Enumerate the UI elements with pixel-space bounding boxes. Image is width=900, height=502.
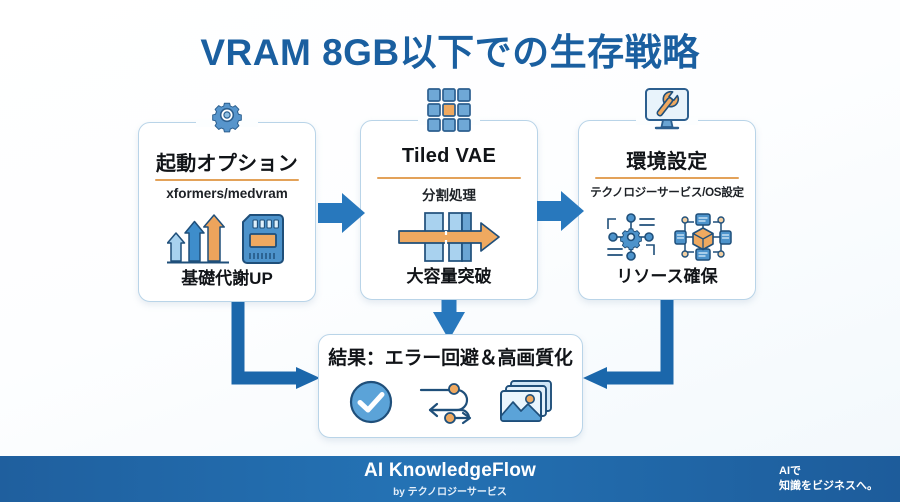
flow-arrow-card2-to-card3	[537, 190, 585, 232]
footer-brand-block: AI KnowledgeFlow by テクノロジーサービス	[0, 456, 900, 502]
footer-bar: AI KnowledgeFlow by テクノロジーサービス AIで 知識をビジ…	[0, 456, 900, 502]
gear-network-icon	[600, 211, 662, 268]
card-artwork	[579, 209, 755, 269]
flow-arrow-card1-to-card2	[318, 192, 366, 234]
growth-arrows-icon	[166, 213, 229, 270]
result-title: 結果：エラー回避＆高画質化	[328, 348, 573, 369]
gear-icon	[199, 87, 255, 137]
card-title: Tiled VAE	[401, 145, 497, 167]
result-artwork	[319, 375, 582, 433]
card-artwork	[361, 209, 537, 269]
workflow-arrows-icon	[417, 378, 477, 431]
brand-name: AI KnowledgeFlow	[363, 460, 537, 481]
tagline-line-2: 知識をビジネスへ。	[779, 480, 878, 492]
card-divider	[155, 179, 299, 181]
card-footer-label: リソース確保	[616, 267, 718, 286]
card-environment-settings[interactable]: 環境設定 テクノロジーサービス/OS設定	[578, 88, 756, 300]
check-circle-icon	[347, 378, 395, 431]
card-title: 起動オプション	[155, 153, 299, 175]
images-stack-icon	[499, 378, 555, 431]
memory-card-icon	[239, 213, 287, 270]
card-footer-label: 大容量突破	[406, 267, 492, 286]
card-divider	[377, 177, 521, 179]
brand-byline: by テクノロジーサービス	[393, 487, 507, 498]
card-subtitle: テクノロジーサービス/OS設定	[590, 186, 744, 199]
page-title: VRAM 8GB以下での生存戦略	[200, 32, 700, 73]
result-box[interactable]: 結果：エラー回避＆高画質化	[318, 334, 583, 438]
card-footer-label: 基礎代謝UP	[181, 269, 273, 288]
card-tiled-vae[interactable]: Tiled VAE 分割処理 大容量突破	[360, 88, 538, 300]
node-hub-icon	[672, 211, 734, 268]
tile-grid-icon	[421, 85, 477, 135]
monitor-wrench-icon	[639, 85, 695, 135]
arrow-through-blocks-icon	[393, 209, 505, 270]
tagline-line-1: AIで	[779, 465, 801, 478]
card-artwork	[139, 211, 315, 271]
footer-tagline: AIで 知識をビジネスへ。	[779, 464, 878, 494]
card-subtitle: 分割処理	[422, 188, 476, 203]
card-subtitle: xformers/medvram	[166, 186, 288, 201]
card-startup-options[interactable]: 起動オプション xformers/medvram	[138, 102, 316, 302]
card-title: 環境設定	[626, 151, 708, 173]
card-divider	[595, 177, 739, 179]
